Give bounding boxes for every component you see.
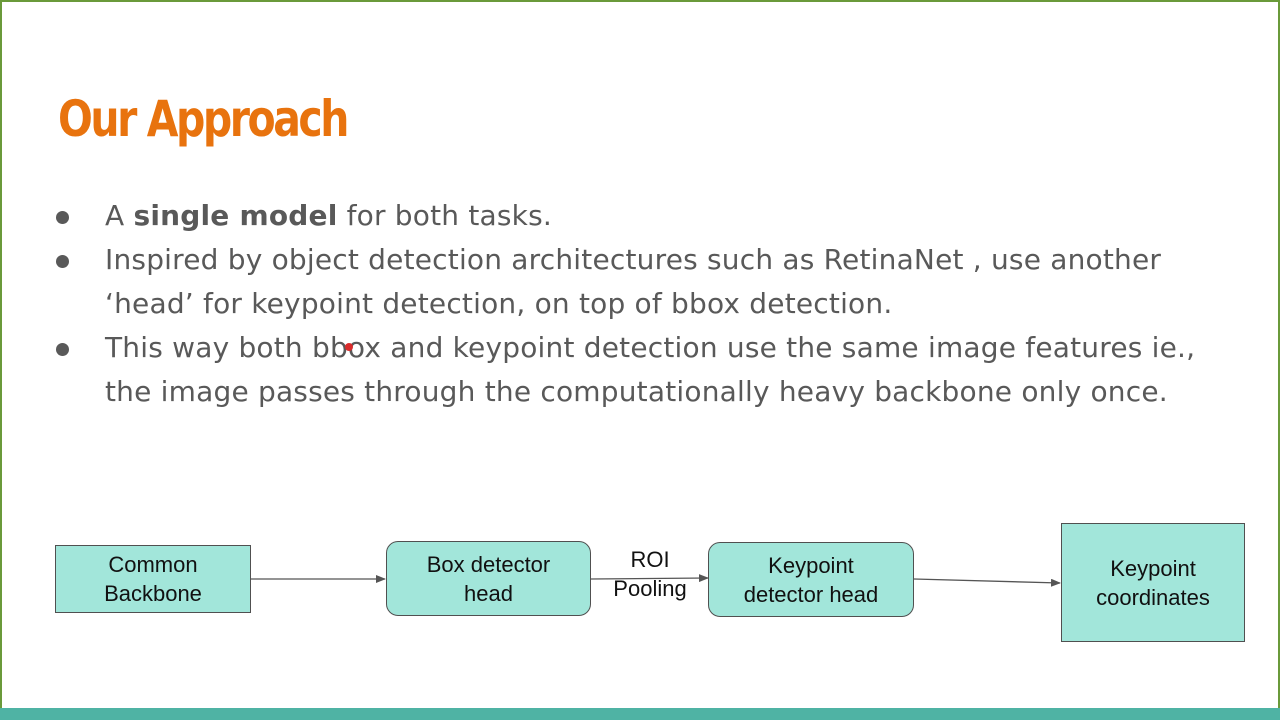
laser-pointer-icon (345, 343, 353, 351)
bullet-dot-icon (56, 343, 69, 356)
bullet-item-1: A single model for both tasks. (52, 194, 1232, 238)
node-box-detector-head: Box detector head (386, 541, 591, 616)
bullet-1-prefix: A (105, 199, 134, 232)
edge-label-roi-pooling: ROI Pooling (613, 547, 687, 601)
node-common-backbone-label: Common Backbone (104, 552, 202, 606)
node-common-backbone: Common Backbone (55, 545, 251, 613)
bullet-3-text: This way both bbox and keypoint detectio… (105, 331, 1196, 408)
footer-accent-bar (0, 708, 1280, 720)
bullet-dot-icon (56, 255, 69, 268)
bullet-2-text: Inspired by object detection architectur… (105, 243, 1162, 320)
bullet-list: A single model for both tasks. Inspired … (52, 194, 1232, 414)
bullet-dot-icon (56, 211, 69, 224)
node-keypoint-coordinates-label: Keypoint coordinates (1096, 555, 1210, 610)
node-keypoint-detector-head: Keypoint detector head (708, 542, 914, 617)
bullet-1-suffix: for both tasks. (337, 199, 552, 232)
slide-title: Our Approach (58, 90, 349, 148)
node-keypoint-detector-head-label: Keypoint detector head (743, 552, 879, 607)
bullet-item-2: Inspired by object detection architectur… (52, 238, 1232, 326)
bullet-1-bold: single model (133, 199, 338, 232)
bullet-item-3: This way both bbox and keypoint detectio… (52, 326, 1232, 414)
node-keypoint-coordinates: Keypoint coordinates (1061, 523, 1245, 642)
node-box-detector-head-label: Box detector head (426, 551, 551, 606)
